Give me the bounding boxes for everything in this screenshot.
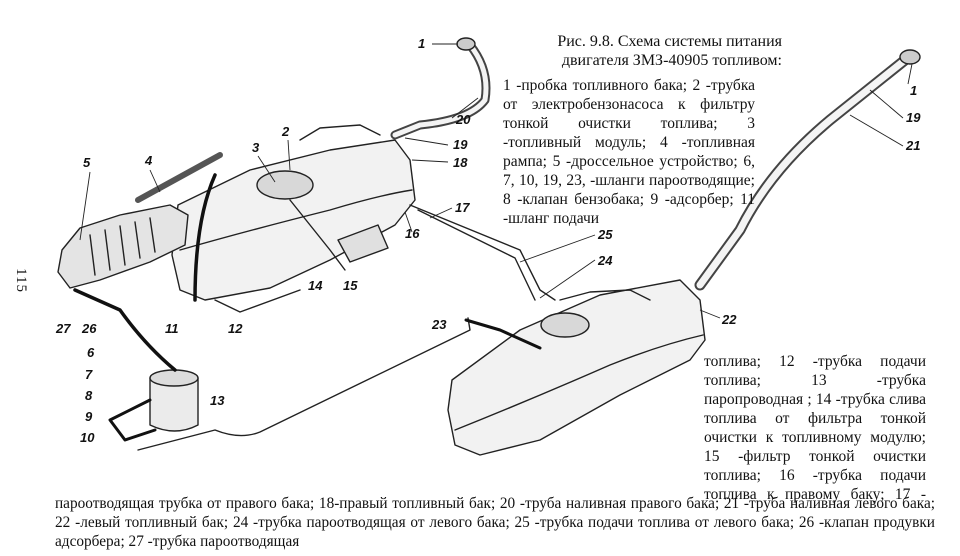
page-number: 115 xyxy=(12,268,29,293)
hose-11 xyxy=(193,173,217,302)
callout-18: 18 xyxy=(453,155,468,170)
callout-19: 19 xyxy=(453,137,468,152)
callout-20: 20 xyxy=(455,112,471,127)
callout-1: 1 xyxy=(910,83,917,98)
callout-9: 9 xyxy=(85,409,93,424)
callout-17: 17 xyxy=(455,200,470,215)
callout-24: 24 xyxy=(597,253,613,268)
fuel-module xyxy=(256,170,314,200)
figure-title: Рис. 9.8. Схема системы питания двигател… xyxy=(500,32,782,70)
callout-21: 21 xyxy=(905,138,920,153)
leader-lines xyxy=(79,43,913,319)
callout-2: 2 xyxy=(281,124,290,139)
callout-16: 16 xyxy=(405,226,420,241)
tube-23 xyxy=(464,318,542,350)
tube-12 xyxy=(214,289,301,313)
callout-15: 15 xyxy=(343,278,358,293)
legend-top-block: 1 -пробка топливного бака; 2 -трубка от … xyxy=(503,77,755,227)
tube-13 xyxy=(137,317,471,451)
legend-right-block: топлива; 12 -трубка подачи топлива; 13 -… xyxy=(704,353,926,503)
callout-14: 14 xyxy=(308,278,323,293)
fine-fuel-filter xyxy=(337,224,389,263)
callout-8: 8 xyxy=(85,388,93,403)
hose-10 xyxy=(108,398,157,442)
callout-12: 12 xyxy=(228,321,243,336)
callout-25: 25 xyxy=(597,227,613,242)
callout-7: 7 xyxy=(85,367,93,382)
callout-1: 1 xyxy=(418,36,425,51)
figure-title-line-1: Рис. 9.8. Схема системы питания xyxy=(557,33,782,50)
tube-24 xyxy=(417,209,536,301)
callout-3: 3 xyxy=(252,140,260,155)
legend-bottom-block: пароотводящая трубка от правого бака; 18… xyxy=(55,495,935,550)
left-fuel-tank xyxy=(447,279,706,456)
fuel-cap-right xyxy=(456,37,476,51)
callout-labels: 1 1 2 3 4 5 6 7 8 9 10 11 12 13 14 15 16… xyxy=(55,36,921,445)
callout-6: 6 xyxy=(87,345,95,360)
tube-14 xyxy=(289,199,346,271)
figure-title-line-2: двигателя ЗМЗ-40905 топливом: xyxy=(561,52,782,69)
fuel-cap-left xyxy=(899,49,921,65)
callout-23: 23 xyxy=(431,317,447,332)
hose-6 xyxy=(73,288,177,372)
callout-11: 11 xyxy=(165,321,179,336)
callout-10: 10 xyxy=(80,430,95,445)
callout-27: 27 xyxy=(55,321,71,336)
callout-19: 19 xyxy=(906,110,921,125)
tube-25 xyxy=(409,204,556,301)
callout-13: 13 xyxy=(210,393,225,408)
right-fuel-tank xyxy=(171,139,416,301)
callout-5: 5 xyxy=(83,155,91,170)
callout-22: 22 xyxy=(721,312,737,327)
fuel-rail xyxy=(135,152,223,203)
callout-4: 4 xyxy=(144,153,153,168)
callout-26: 26 xyxy=(81,321,97,336)
